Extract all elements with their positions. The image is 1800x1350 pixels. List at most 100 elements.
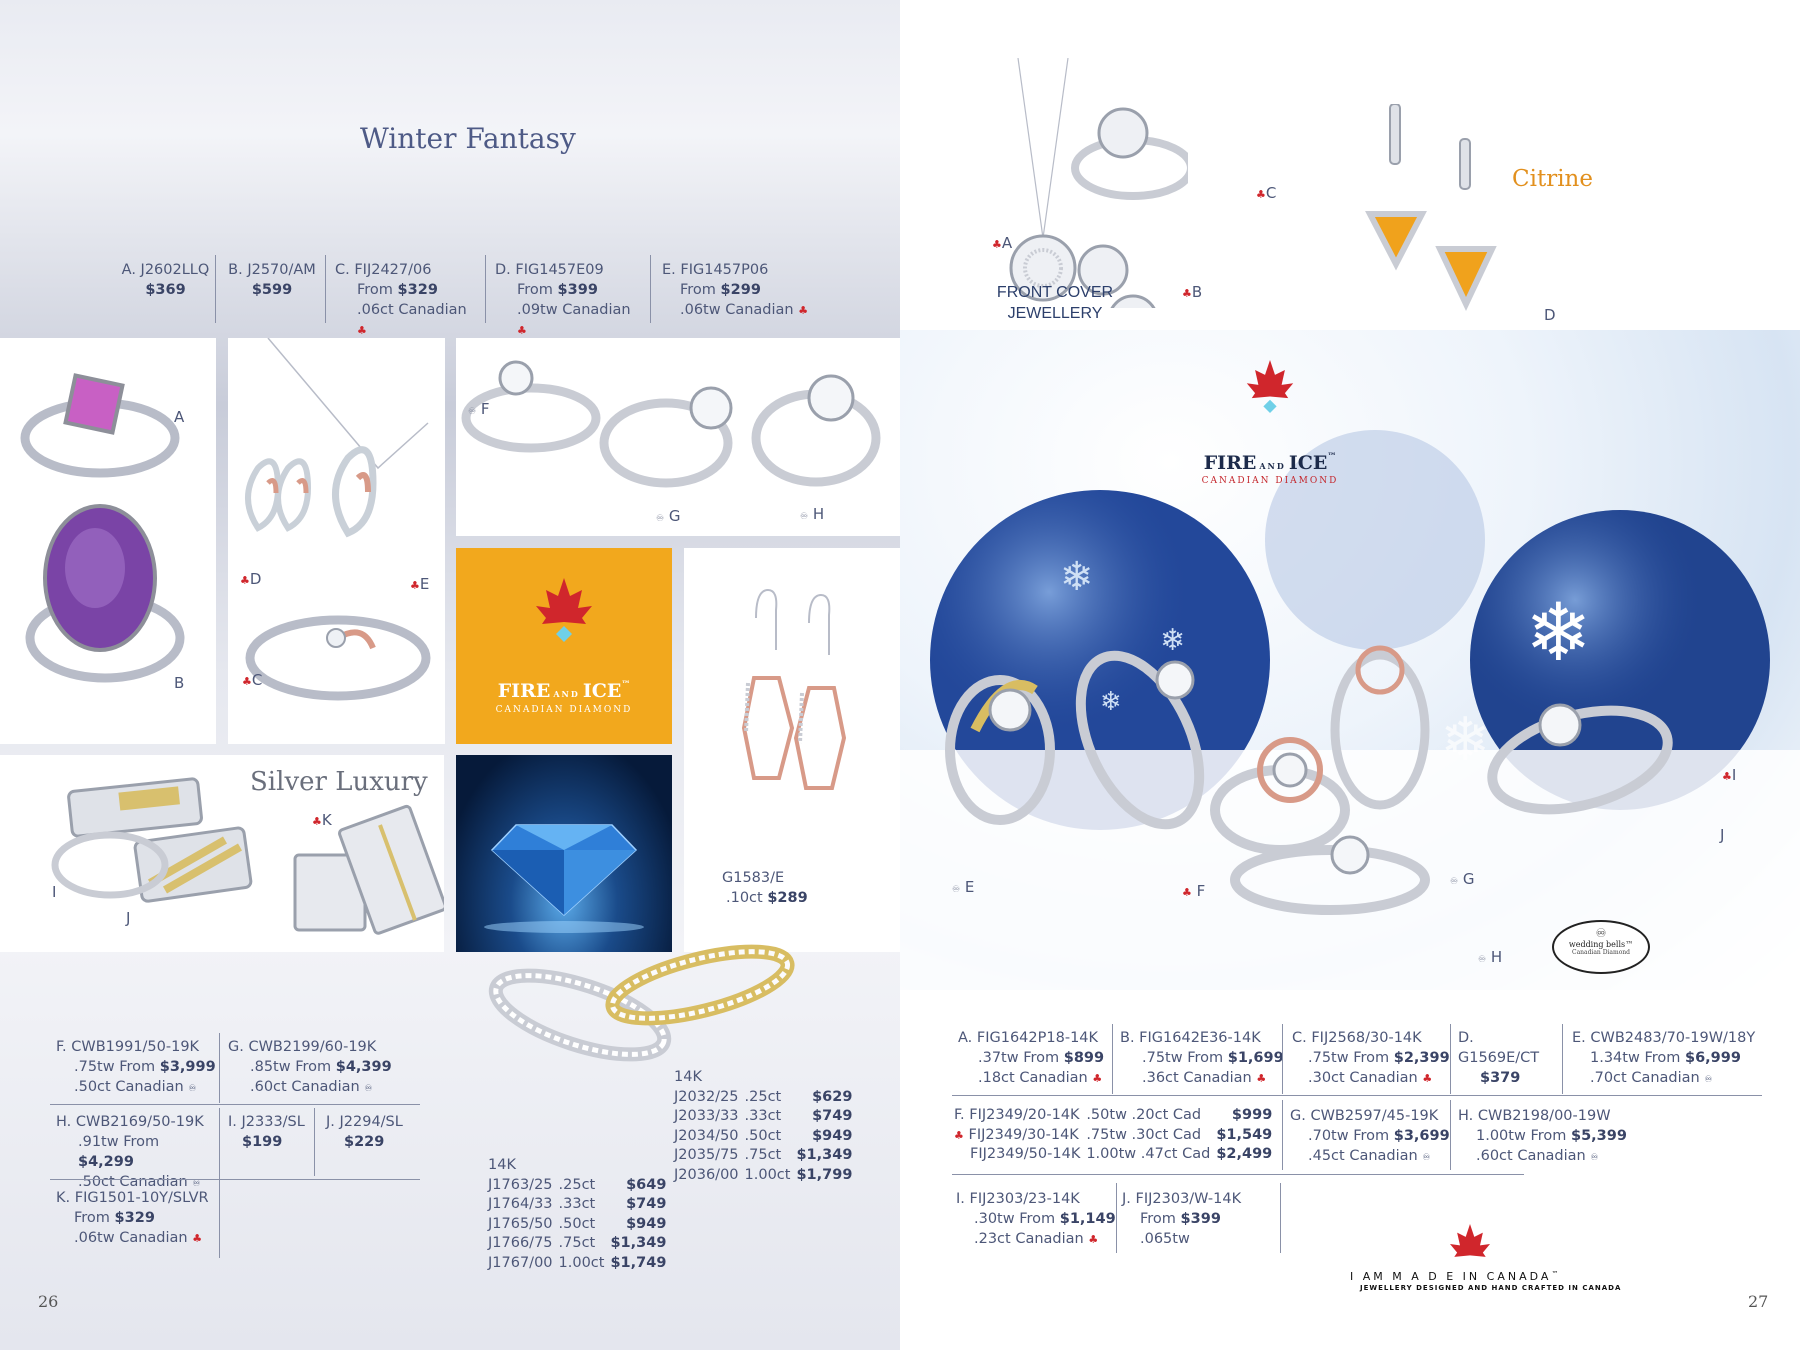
item-letter-b: ♣B <box>1182 283 1203 301</box>
wedding-bells-icon: ♾ <box>1478 955 1487 965</box>
price-cell-i: I. FIJ2303/23-14K .30tw From $1,149 .23c… <box>956 1191 1116 1247</box>
brand-tagline: CANADIAN DIAMOND <box>495 705 633 715</box>
section-title-silver-luxury: Silver Luxury <box>250 767 428 797</box>
maple-leaf-logo <box>1246 360 1294 414</box>
item-letter-j: J <box>1720 826 1725 844</box>
item-letter-e: ♾ E <box>952 878 975 896</box>
item-letter-i: I <box>52 883 57 901</box>
divider <box>1450 1100 1451 1170</box>
price-cell-h: H. CWB2169/50-19K .91tw From $4,299 .50c… <box>56 1114 204 1190</box>
maple-leaf-icon: ♣ <box>992 238 1002 251</box>
price-cell-j: J. FIJ2303/W-14K From $399 .065tw <box>1122 1191 1242 1247</box>
maple-leaf-icon: ♣ <box>192 1232 203 1245</box>
page-number-right: 27 <box>1748 1292 1769 1311</box>
svg-text:❄: ❄ <box>1060 554 1094 600</box>
divider <box>952 1174 1524 1175</box>
maple-leaf-icon: ♣ <box>1092 1072 1103 1085</box>
page-title-winter-fantasy: Winter Fantasy <box>360 122 576 155</box>
divider <box>1282 1100 1283 1170</box>
panel-rose-gold-set: ♣D ♣E ♣C <box>228 338 445 744</box>
gem-rings-image <box>20 373 185 683</box>
item-letter-f: ♾ F <box>468 400 490 418</box>
divider <box>650 255 651 323</box>
price-cell-c: C. FIJ2568/30-14K .75tw From $2,399 .30c… <box>1292 1030 1450 1086</box>
item-letter-b: B <box>174 674 185 692</box>
earring-price: G1583/E .10ct $289 <box>722 870 808 906</box>
item-letter-a: A <box>174 408 185 426</box>
price-cell-b: B. J2570/AM $599 <box>228 262 316 298</box>
price-cell-d: D. FIG1457E09 From $399 .09tw Canadian ♣ <box>495 262 631 337</box>
price-table-f: F. FIJ2349/20-14K.50tw .20ct Cad$999 ♣ F… <box>954 1106 1278 1165</box>
divider <box>485 255 486 323</box>
wedding-bells-icon: ♾ <box>1422 1153 1431 1163</box>
divider <box>1112 1024 1113 1094</box>
divider <box>1116 1183 1117 1253</box>
maple-leaf-icon: ♣ <box>240 574 250 587</box>
maple-leaf-icon: ♣ <box>798 304 809 317</box>
table-row: J2032/25.25ct$629 <box>674 1088 853 1105</box>
table-row: J2033/33.33ct$749 <box>674 1108 853 1124</box>
item-letter-i: ♣I <box>1722 766 1737 784</box>
wedding-bells-icon: ♾ <box>800 512 809 522</box>
price-cell-a: A. FIG1642P18-14K .37tw From $899 .18ct … <box>958 1030 1105 1086</box>
item-letter-f: ♣ F <box>1182 882 1206 900</box>
wedding-bells-icon: ♾ <box>1590 1153 1599 1163</box>
wedding-bells-icon: ♾ <box>656 514 665 524</box>
divider <box>952 1095 1762 1096</box>
divider <box>1280 1183 1281 1253</box>
svg-text:❄: ❄ <box>1160 623 1185 658</box>
item-letter-d: D <box>1544 306 1556 324</box>
svg-text:❄: ❄ <box>1100 687 1122 717</box>
band-price-table-a: 14K J2032/25.25ct$629 J2033/33.33ct$749 … <box>674 1068 858 1185</box>
front-cover-label: FRONT COVER JEWELLERY <box>996 284 1114 322</box>
blue-diamond-image <box>484 824 644 933</box>
maple-leaf-logo <box>1450 1224 1490 1257</box>
item-letter-c: ♣C <box>1256 184 1277 202</box>
table-row: J1766/75.75ct$1,349 <box>488 1235 667 1251</box>
drop-earrings-image <box>741 588 847 790</box>
item-letter-a: ♣A <box>992 234 1013 252</box>
price-cell-a: A. J2602LLQ $369 <box>121 262 210 298</box>
divider <box>1450 1024 1451 1094</box>
divider <box>325 255 326 323</box>
rose-gold-set-image <box>245 338 431 701</box>
divider <box>1562 1024 1563 1094</box>
item-letter-h: ♾ H <box>800 505 825 523</box>
item-letter-c: ♣C <box>242 671 263 689</box>
maple-leaf-icon: ♣ <box>312 815 322 828</box>
price-cell-i: I. J2333/SL $199 <box>228 1114 305 1150</box>
item-letter-d: ♣D <box>240 570 262 588</box>
wedding-bells-icon: ♾ <box>952 885 961 895</box>
section-title-citrine: Citrine <box>1512 166 1593 192</box>
maple-leaf-icon: ♣ <box>1256 1072 1267 1085</box>
price-cell-k: K. FIG1501-10Y/SLVR From $329 .06tw Cana… <box>56 1190 209 1246</box>
price-cell-d: D. G1569E/CT $379 <box>1458 1030 1540 1086</box>
maple-leaf-icon: ♣ <box>954 1128 964 1142</box>
price-cell-e: E. FIG1457P06 From $299 .06tw Canadian ♣ <box>662 262 809 318</box>
engagement-rings-image <box>461 360 881 488</box>
panel-gem-rings: A B <box>0 338 216 744</box>
maple-leaf-icon: ♣ <box>517 324 527 337</box>
item-letter-g: ♾ G <box>656 507 681 525</box>
panel-silver-luxury: Silver Luxury I J ♣K <box>0 755 444 952</box>
band-table-b: J1763/25.25ct$649 J1764/33.33ct$749 J176… <box>488 1176 672 1274</box>
maple-leaf-icon: ♣ <box>1182 287 1192 300</box>
left-page: Winter Fantasy A. J2602LLQ $369 B. J2570… <box>0 0 900 1350</box>
price-cell-c: C. FIJ2427/06 From $329 .06ct Canadian ♣ <box>335 262 467 337</box>
price-cell-j: J. J2294/SL $229 <box>326 1114 403 1150</box>
maple-leaf-icon: ♣ <box>410 579 420 592</box>
divider <box>1282 1024 1283 1094</box>
ornaments-image: ❄ ❄ ❄ ❄ ❄ <box>900 430 1800 990</box>
page-number-left: 26 <box>38 1292 59 1311</box>
wedding-bells-icon: ♾ <box>188 1084 197 1094</box>
table-row: ♣ FIJ2349/30-14K.75tw .30ct Cad$1,549 <box>954 1126 1273 1143</box>
wedding-bells-icon: ♾ <box>1595 926 1607 940</box>
svg-text:❄: ❄ <box>1525 586 1592 679</box>
wedding-bells-icon: ♾ <box>1450 877 1459 887</box>
maple-leaf-icon: ♣ <box>1722 770 1732 783</box>
